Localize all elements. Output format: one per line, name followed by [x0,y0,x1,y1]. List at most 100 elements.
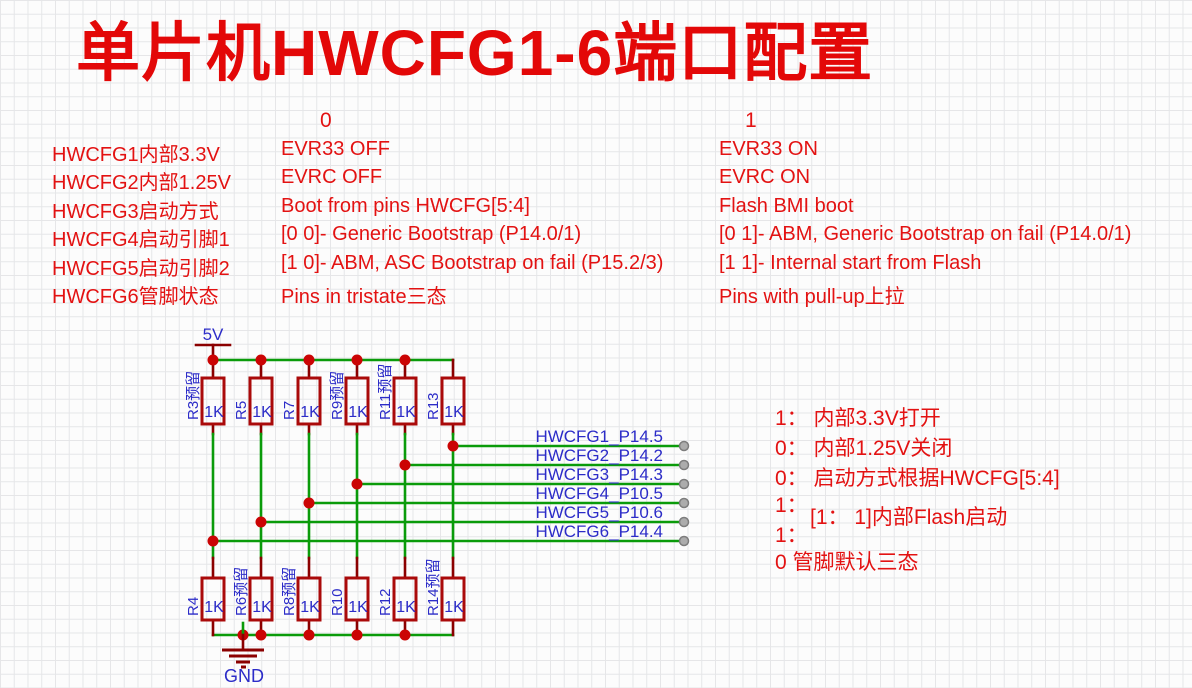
junction-dot [255,516,267,528]
resistor-top-2: R7 1K [281,376,322,426]
resistor-bottom-4: R12 1K [377,576,418,622]
row-label: HWCFG1内部3.3V [52,144,220,166]
resistor-bottom-3: R10 1K [329,576,370,622]
net-label: HWCFG2_P14.2 [535,446,663,465]
net-label: HWCFG4_P10.5 [535,484,663,503]
junction-dot [207,535,219,547]
table-row: HWCFG2内部1.25V EVRC OFF EVRC ON [0,166,1192,194]
pin-connector [678,497,690,509]
junction-dot [399,354,411,366]
resistor-value: 1K [396,599,416,616]
junction-dot [351,629,363,641]
annotation-line: [1： 1]内部Flash启动 [810,506,1008,529]
page-title: 单片机HWCFG1-6端口配置 [76,17,874,89]
resistor-value: 1K [204,599,224,616]
resistor-value: 1K [204,404,224,421]
ground-symbol: GND [222,621,264,686]
resistor-value: 1K [444,404,464,421]
row-value-1: EVRC ON [719,166,811,188]
annotation-line: 1： 内部3.3V打开 [775,407,941,430]
row-value-0: Boot from pins HWCFG[5:4] [281,195,530,217]
table-row: HWCFG4启动引脚1 [0 0]- Generic Bootstrap (P1… [0,223,1192,251]
resistor-value: 1K [444,599,464,616]
resistor-value: 1K [300,599,320,616]
junction-dot [303,629,315,641]
resistor-bottom-5: R14预留 1K [425,558,466,622]
junction-dot [447,440,459,452]
resistor-top-5: R13 1K [425,376,466,426]
annotation-line: 0： 内部1.25V关闭 [775,437,953,460]
row-value-0: EVRC OFF [281,166,383,188]
row-label: HWCFG4启动引脚1 [52,229,230,251]
resistor-top-1: R5 1K [233,376,274,426]
net-label: HWCFG1_P14.5 [535,427,663,446]
resistor-value: 1K [348,599,368,616]
table-row: HWCFG6管脚状态 Pins in tristate三态 Pins with … [0,280,1192,308]
pin-connector [678,459,690,471]
row-value-1: [1 1]- Internal start from Flash [719,252,982,274]
column-header-1: 1 [745,109,757,132]
resistor-name: R11预留 [377,364,394,420]
resistor-name: R3预留 [185,371,202,420]
resistor-value: 1K [396,404,416,421]
annotation-line: 1： [775,524,808,547]
row-label: HWCFG6管脚状态 [52,286,219,308]
row-value-1: Pins with pull-up上拉 [719,286,905,308]
row-value-0: Pins in tristate三态 [281,286,447,308]
junction-dot [351,354,363,366]
column-net-4 [355,358,681,637]
resistor-name: R7 [281,401,298,420]
table-row: HWCFG3启动方式 Boot from pins HWCFG[5:4] Fla… [0,195,1192,223]
resistor-name: R14预留 [425,558,442,616]
net-label: HWCFG6_P14.4 [535,522,663,541]
junction-dot [303,354,315,366]
row-label: HWCFG3启动方式 [52,201,219,223]
junction-dot [303,497,315,509]
row-label: HWCFG5启动引脚2 [52,258,230,280]
resistor-top-3: R9预留 1K [329,371,370,426]
junction-dot [207,354,219,366]
row-value-0: [1 0]- ABM, ASC Bootstrap on fail (P15.2… [281,252,664,274]
resistor-bottom-2: R8预留 1K [281,567,322,622]
resistor-name: R13 [425,392,442,420]
net-label: HWCFG3_P14.3 [535,465,663,484]
table-row: HWCFG1内部3.3V EVR33 OFF EVR33 ON [0,138,1192,166]
resistor-name: R12 [377,588,394,616]
resistor-name: R6预留 [233,567,250,616]
column-net-2 [259,358,681,637]
annotation-line: 1： [775,494,808,517]
pin-connector [678,535,690,547]
resistor-name: R4 [185,597,202,616]
annotation-line: 0 管脚默认三态 [775,551,919,574]
resistor-value: 1K [252,404,272,421]
column-net-5 [403,358,681,637]
pin-connector [678,478,690,490]
power-symbol-5v: 5V [194,325,232,362]
resistor-top-0: R3预留 1K [185,371,226,426]
junction-dot [255,629,267,641]
resistor-name: R10 [329,588,346,616]
resistor-bottom-1: R6预留 1K [233,567,274,622]
row-label: HWCFG2内部1.25V [52,172,231,194]
row-value-1: Flash BMI boot [719,195,854,217]
row-value-0: EVR33 OFF [281,138,390,160]
resistor-value: 1K [252,599,272,616]
junction-dot [399,459,411,471]
row-value-1: EVR33 ON [719,138,818,160]
resistor-name: R8预留 [281,567,298,616]
resistor-name: R5 [233,401,250,420]
annotation-line: 0： 启动方式根据HWCFG[5:4] [775,467,1060,490]
junction-dot [351,478,363,490]
junction-dot [399,629,411,641]
row-value-1: [0 1]- ABM, Generic Bootstrap on fail (P… [719,223,1132,245]
resistor-top-4: R11预留 1K [377,364,418,426]
power-label: 5V [203,325,224,344]
column-net-6 [451,358,681,637]
pin-connector [678,516,690,528]
row-value-0: [0 0]- Generic Bootstrap (P14.0/1) [281,223,582,245]
resistor-value: 1K [348,404,368,421]
junction-dot [255,354,267,366]
resistor-value: 1K [300,404,320,421]
